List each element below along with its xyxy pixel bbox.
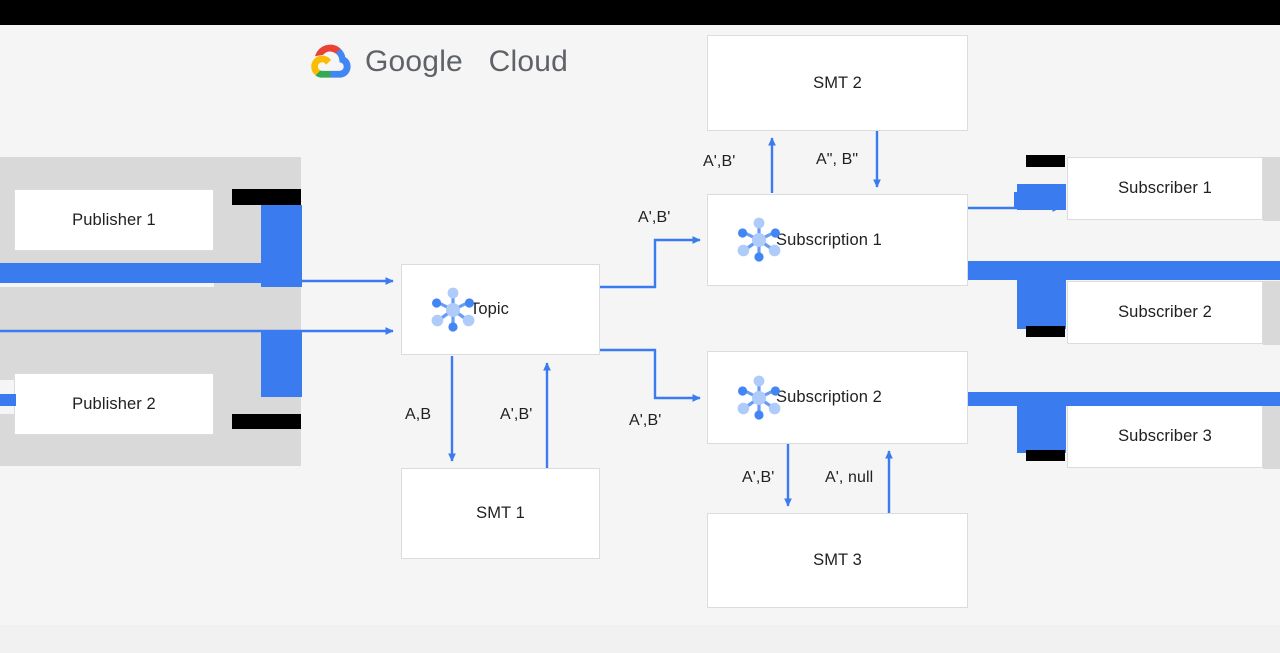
edge-label-smt2-to-sub1: A", B": [816, 151, 859, 168]
artifact-blue-plate-0: [261, 205, 302, 287]
artifact-blue-plate-9: [1017, 392, 1066, 453]
node-topic[interactable]: Topic: [401, 264, 600, 355]
wire-topic-to-subscription2: [600, 348, 701, 402]
node-subscription-1[interactable]: Subscription 1: [707, 194, 968, 286]
pubsub-topic-icon: [424, 281, 482, 339]
artifact-blue-plate-5: [1014, 192, 1066, 208]
artifact-grey-plate-7: [1263, 281, 1280, 345]
artifact-redaction-bar-1: [232, 414, 301, 429]
page-footer-strip: [0, 625, 1280, 653]
pubsub-subscription-icon: [730, 211, 788, 269]
artifact-blue-plate-8: [968, 392, 1280, 406]
node-smt-3[interactable]: SMT 3: [707, 513, 968, 608]
artifact-grey-plate-8: [1263, 405, 1280, 469]
brand-word-cloud: Cloud: [488, 45, 568, 78]
edge-label-smt3-to-sub2: A', null: [825, 469, 874, 486]
pubsub-subscription-icon: [730, 369, 788, 427]
brand-word-google: Google: [365, 45, 463, 78]
wire-topic-to-subscription1: [600, 236, 701, 289]
edge-label-topic-to-sub2: A',B': [629, 412, 662, 429]
artifact-blue-plate-1: [0, 263, 262, 283]
artifact-blue-plate-3: [0, 394, 16, 406]
artifact-blue-plate-6: [968, 261, 1280, 280]
artifact-grey-plate-2: [0, 287, 301, 380]
artifact-grey-plate-6: [1263, 157, 1280, 221]
edge-label-topic-to-sub1: A',B': [638, 209, 671, 226]
artifact-blue-plate-7: [1017, 261, 1066, 329]
top-black-bar: [0, 0, 1280, 25]
google-cloud-logo-icon: [305, 38, 355, 82]
google-cloud-wordmark: Google Cloud: [365, 45, 568, 79]
artifact-redaction-bar-0: [232, 189, 301, 205]
artifact-redaction-bar-3: [1026, 326, 1065, 337]
artifact-redaction-bar-2: [1026, 155, 1065, 167]
edge-label-sub1-to-smt2: A',B': [703, 153, 736, 170]
edge-label-sub2-to-smt3: A',B': [742, 469, 775, 486]
node-subscription-2[interactable]: Subscription 2: [707, 351, 968, 444]
node-smt-1[interactable]: SMT 1: [401, 468, 600, 559]
artifact-blue-plate-2: [261, 330, 302, 397]
artifact-redaction-bar-4: [1026, 450, 1065, 461]
edge-label-smt1-to-topic: A',B': [500, 406, 533, 423]
edge-label-topic-to-smt1: A,B: [405, 406, 432, 423]
